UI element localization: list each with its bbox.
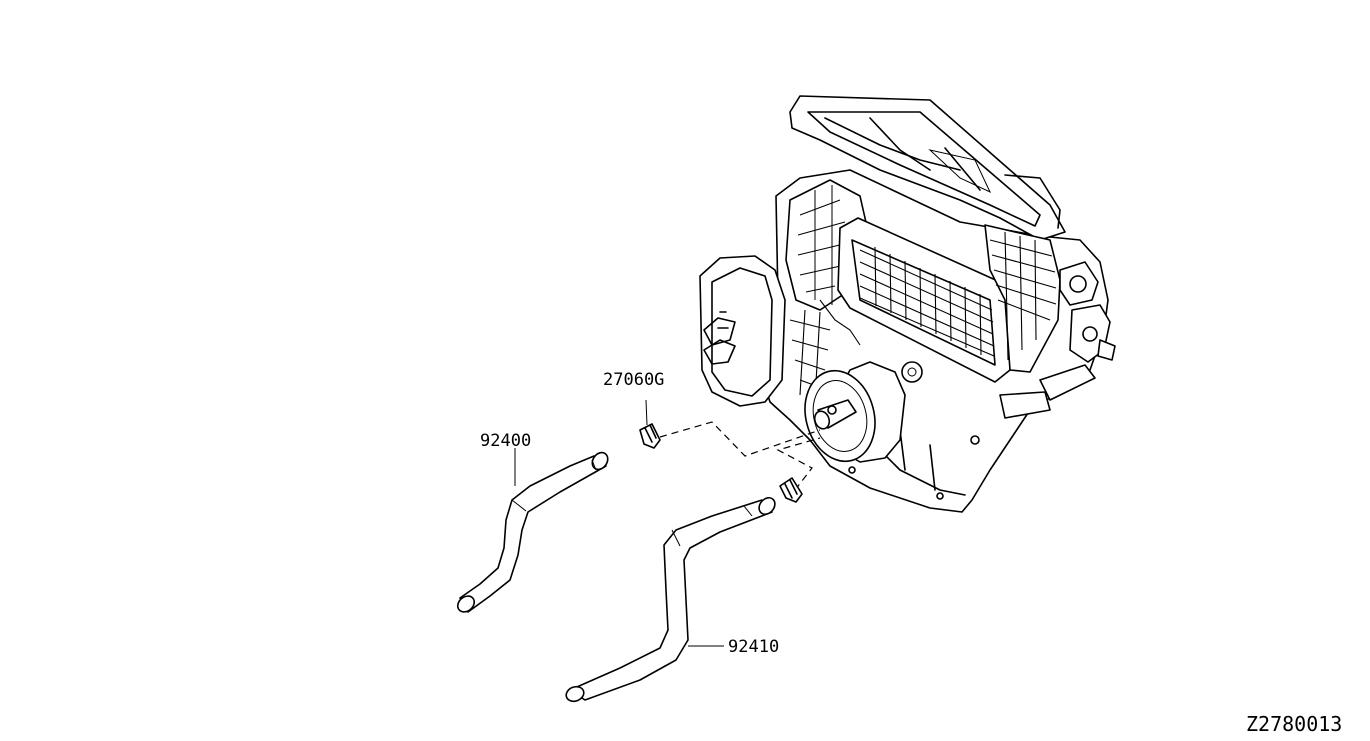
clip-27060g-part — [639, 399, 803, 503]
label-clip-27060g: 27060G — [603, 370, 664, 390]
hose-92410-part — [565, 496, 776, 703]
leader-lines — [659, 421, 821, 491]
heater-unit-assembly — [699, 95, 1116, 513]
figure-code: Z2780013 — [1246, 712, 1342, 736]
label-hose-92410: 92410 — [728, 637, 779, 657]
label-hose-92400: 92400 — [480, 431, 531, 451]
hose-92400-part — [456, 448, 609, 613]
